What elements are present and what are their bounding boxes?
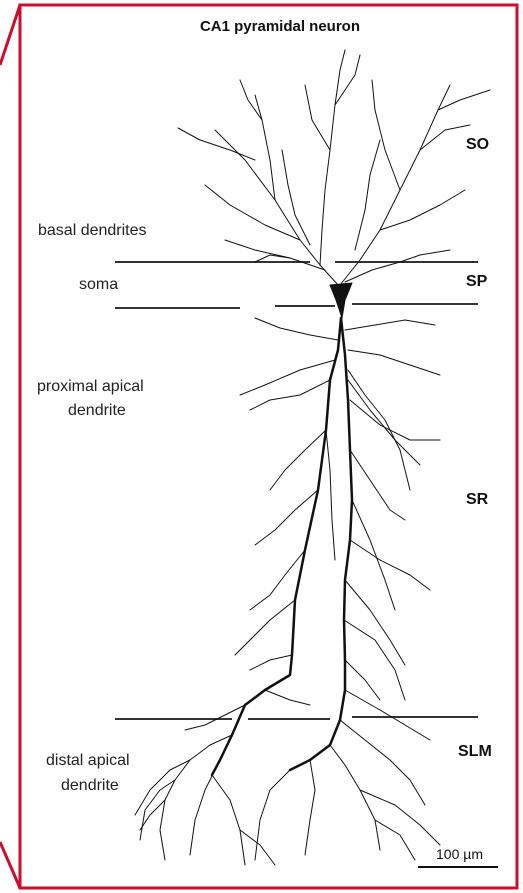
label-proximal-apical-line2: dendrite — [68, 399, 126, 422]
zoom-line-top — [0, 5, 20, 65]
apical-trunks — [212, 318, 352, 775]
layer-boundaries — [115, 262, 478, 719]
neuron-drawing — [135, 50, 490, 865]
zoom-line-bottom — [0, 842, 20, 888]
layer-label-sr: SR — [466, 491, 488, 509]
label-distal-apical-line1: distal apical — [46, 749, 130, 772]
figure-title: CA1 pyramidal neuron — [150, 18, 410, 35]
layer-label-slm: SLM — [458, 743, 492, 761]
label-distal-apical-line2: dendrite — [61, 774, 119, 797]
label-basal-dendrites: basal dendrites — [38, 219, 147, 242]
layer-label-so: SO — [466, 136, 489, 154]
soma-shape — [330, 283, 352, 318]
label-proximal-apical-line1: proximal apical — [37, 375, 144, 398]
label-soma: soma — [79, 273, 118, 296]
layer-label-sp: SP — [466, 273, 487, 291]
scale-bar-label: 100 µm — [436, 846, 483, 862]
oblique-dendrites — [235, 318, 440, 700]
basal-dendrites — [178, 50, 490, 285]
